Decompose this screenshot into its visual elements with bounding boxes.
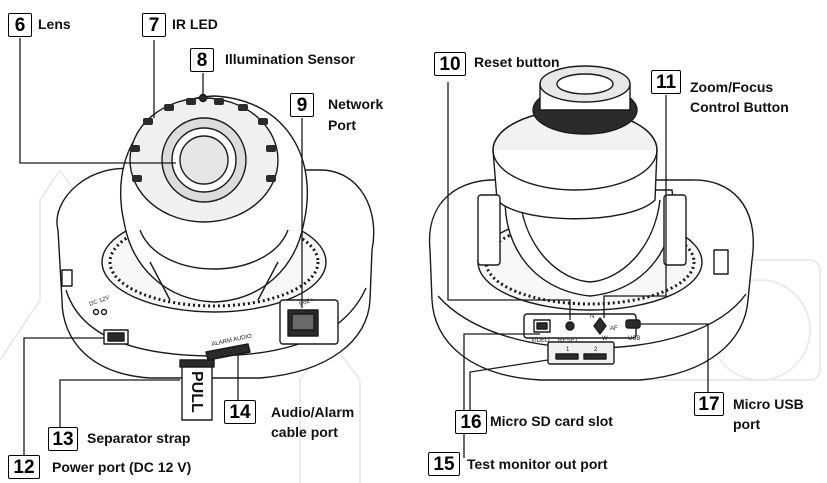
- callout-11-label-line-2: Control Button: [690, 99, 789, 115]
- zoom-n-label: N: [590, 314, 594, 320]
- reset-label: RESET: [558, 338, 578, 344]
- zoom-af-label: AF: [610, 326, 618, 332]
- callout-9-label-line-2: Port: [328, 117, 356, 133]
- left-alarm-audio-port: [205, 343, 251, 361]
- callout-17-label-line-1: Micro USB: [733, 396, 804, 412]
- callout-15-badge: 15: [428, 452, 460, 476]
- callout-12-label: Power port (DC 12 V): [52, 459, 192, 475]
- slot-2-label: 2: [594, 347, 598, 353]
- callout-16-badge: 16: [455, 410, 487, 434]
- leader-17: [640, 323, 709, 392]
- slot-1-label: 1: [566, 347, 570, 353]
- callout-17-label-line-2: port: [733, 416, 761, 432]
- leader-11: [603, 95, 667, 318]
- left-separator-strap: [181, 363, 213, 421]
- leader-15: [463, 333, 540, 458]
- leader-16: [469, 359, 549, 416]
- callout-7-label: IR LED: [172, 16, 218, 32]
- callout-13-label: Separator strap: [87, 430, 191, 446]
- callout-9-label-line-1: Network: [328, 96, 384, 112]
- callout-8-badge: 8: [190, 48, 214, 72]
- callout-17-badge: 17: [694, 392, 724, 416]
- zoom-focus-joystick: [593, 317, 607, 335]
- callout-9-badge: 9: [290, 93, 314, 117]
- callout-13-badge: 13: [48, 427, 78, 451]
- pull-label: PULL: [188, 371, 205, 413]
- poe-label: PoE+: [299, 297, 315, 308]
- callout-12-badge: 12: [8, 455, 40, 479]
- leader-6: [19, 38, 176, 164]
- callout-11-badge: 11: [651, 70, 681, 94]
- callout-16-label: Micro SD card slot: [490, 413, 613, 429]
- callout-10-badge: 10: [434, 52, 466, 76]
- reset-button-mark: [565, 321, 575, 331]
- leader-13: [59, 379, 180, 430]
- callout-8-label: Illumination Sensor: [225, 51, 355, 67]
- callout-14-badge: 14: [224, 400, 256, 424]
- callout-10-label: Reset button: [474, 54, 560, 70]
- callout-6-badge: 6: [8, 13, 32, 37]
- callout-14-label-line-1: Audio/Alarm: [271, 404, 355, 420]
- video-label: VIDEO: [531, 338, 550, 344]
- leader-10: [447, 82, 571, 320]
- callout-11-label-line-1: Zoom/Focus: [690, 79, 774, 95]
- callout-7-badge: 7: [142, 13, 166, 37]
- zoom-w-label: W: [602, 336, 608, 342]
- callout-6-label: Lens: [38, 16, 71, 32]
- leader-12: [23, 337, 104, 458]
- callout-15-label: Test monitor out port: [467, 456, 608, 472]
- left-lens-glass: [179, 135, 229, 185]
- callout-14-label-line-2: cable port: [271, 424, 338, 440]
- usb-label: USB: [628, 336, 640, 342]
